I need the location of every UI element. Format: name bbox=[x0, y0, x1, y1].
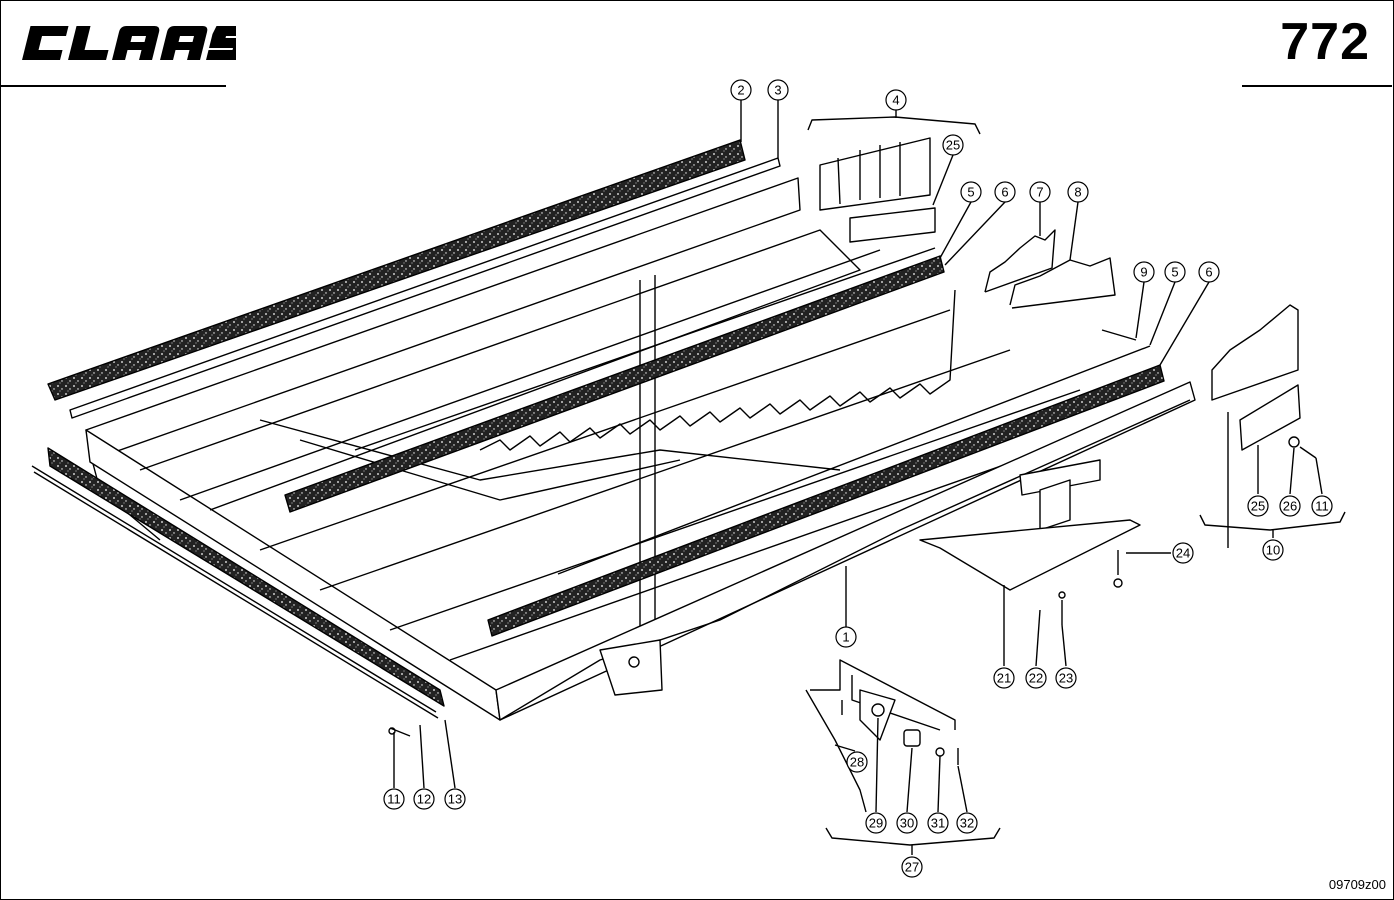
callout-8 bbox=[1067, 181, 1089, 203]
callout-25 bbox=[942, 134, 964, 156]
sealing-strip-front bbox=[487, 364, 1165, 637]
callout-1 bbox=[835, 626, 857, 648]
callout-label: 31 bbox=[931, 816, 945, 831]
callout-label: 9 bbox=[1140, 265, 1147, 280]
callout-11b bbox=[1311, 495, 1333, 517]
sealing-strip-top bbox=[47, 139, 746, 401]
callout-27 bbox=[901, 856, 923, 878]
callout-label: 12 bbox=[417, 792, 431, 807]
callout-label: 21 bbox=[997, 671, 1011, 686]
callout-label: 7 bbox=[1036, 185, 1043, 200]
claas-logo bbox=[22, 26, 236, 60]
header-rule-left bbox=[0, 85, 226, 87]
callout-label: 27 bbox=[905, 860, 919, 875]
callout-6b bbox=[1198, 261, 1220, 283]
frame-back-rail bbox=[85, 177, 801, 461]
callout-12 bbox=[413, 788, 435, 810]
callout-label: 25 bbox=[1251, 499, 1265, 514]
steel-bar-top bbox=[69, 157, 781, 419]
callout-7 bbox=[1029, 181, 1051, 203]
header-rule-right bbox=[1242, 85, 1392, 87]
callout-label: 1 bbox=[842, 630, 849, 645]
callout-31 bbox=[927, 812, 949, 834]
serrated-bar bbox=[479, 289, 956, 451]
callout-label: 6 bbox=[1001, 185, 1008, 200]
drawing-code: 09709z00 bbox=[1328, 877, 1386, 892]
callout-label: 32 bbox=[960, 816, 974, 831]
callout-4 bbox=[885, 89, 907, 111]
callout-label: 29 bbox=[869, 816, 883, 831]
callout-9 bbox=[1133, 261, 1155, 283]
callout-label: 13 bbox=[448, 792, 462, 807]
callout-label: 2 bbox=[737, 83, 744, 98]
callout-6 bbox=[994, 181, 1016, 203]
page-number: 772 bbox=[1280, 13, 1370, 71]
frame-front-rail bbox=[495, 381, 1196, 721]
callout-label: 24 bbox=[1176, 546, 1190, 561]
callout-21 bbox=[993, 667, 1015, 689]
callout-10 bbox=[1262, 539, 1284, 561]
callout-label: 30 bbox=[900, 816, 914, 831]
callout-32 bbox=[956, 812, 978, 834]
callout-28 bbox=[846, 751, 868, 773]
callout-label: 5 bbox=[967, 185, 974, 200]
callout-label: 11 bbox=[1315, 499, 1329, 514]
callout-26 bbox=[1279, 495, 1301, 517]
callout-3 bbox=[767, 79, 789, 101]
frame-left-rail bbox=[85, 429, 501, 721]
callout-label: 26 bbox=[1283, 499, 1297, 514]
callout-label: 4 bbox=[892, 93, 899, 108]
callout-label: 23 bbox=[1059, 671, 1073, 686]
callout-label: 10 bbox=[1266, 543, 1280, 558]
callout-25b bbox=[1247, 495, 1269, 517]
callout-label: 11 bbox=[387, 792, 401, 807]
guard-plate bbox=[919, 519, 1141, 591]
callout-label: 8 bbox=[1074, 185, 1081, 200]
callout-label: 22 bbox=[1029, 671, 1043, 686]
callout-23 bbox=[1055, 667, 1077, 689]
callout-label: 28 bbox=[850, 755, 864, 770]
callout-2 bbox=[730, 79, 752, 101]
callout-13 bbox=[444, 788, 466, 810]
callout-24 bbox=[1172, 542, 1194, 564]
callout-30 bbox=[896, 812, 918, 834]
callout-label: 25 bbox=[946, 138, 960, 153]
callout-5 bbox=[960, 181, 982, 203]
callout-22 bbox=[1025, 667, 1047, 689]
callout-29 bbox=[865, 812, 887, 834]
callout-label: 3 bbox=[774, 83, 781, 98]
sealing-strip-left bbox=[47, 447, 445, 707]
sealing-strip-mid bbox=[284, 255, 945, 513]
callout-label: 5 bbox=[1171, 265, 1178, 280]
callout-5b bbox=[1164, 261, 1186, 283]
callout-label: 6 bbox=[1205, 265, 1212, 280]
callout-11 bbox=[383, 788, 405, 810]
